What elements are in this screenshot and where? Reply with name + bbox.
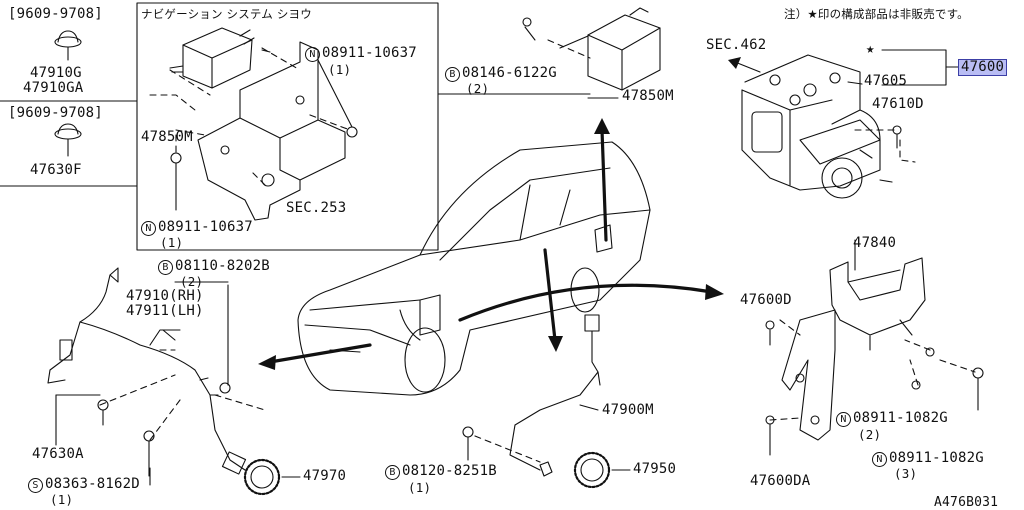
arrow-to-rear-sensor: [543, 248, 557, 342]
part-47600d[interactable]: 47600D: [740, 292, 792, 308]
star-mark: ★: [866, 41, 875, 57]
screw-08363-number: 08363-8162D: [45, 476, 140, 492]
nut-top-number: 08911-10637: [322, 45, 417, 61]
top-unit-drawing: [522, 7, 661, 91]
nut-1082g-2-number: 08911-1082G: [853, 410, 948, 426]
part-47630a[interactable]: 47630A: [32, 446, 84, 462]
front-sensor-drawing: [47, 267, 247, 475]
part-47600-highlighted[interactable]: 47600: [958, 59, 1008, 76]
part-47610d[interactable]: 47610D: [872, 96, 924, 112]
part-47600da[interactable]: 47600DA: [750, 473, 811, 489]
rotor-47970[interactable]: 47970: [303, 468, 347, 484]
sensor-47900m[interactable]: 47900M: [602, 402, 654, 418]
nut-top-qty: (1): [328, 62, 352, 77]
nut-prefix-icon: N: [141, 221, 156, 236]
mounting-bracket-drawing: [781, 257, 926, 441]
bolt-08146-number: 08146-6122G: [462, 65, 557, 81]
nut-prefix-icon: N: [305, 47, 320, 62]
part-47630f[interactable]: 47630F: [30, 162, 82, 178]
nut-prefix-icon: N: [872, 452, 887, 467]
vehicle-drawing: [297, 141, 651, 396]
nav-bracket-drawing: [197, 41, 346, 221]
part-47850m-top[interactable]: 47850M: [622, 88, 674, 104]
non-sale-note: 注）★印の構成部品は非販売です。: [784, 7, 969, 21]
nav-system-title: ナビゲーション システム シヨウ: [141, 7, 312, 21]
bolt-prefix-icon: B: [445, 67, 460, 82]
part-47605[interactable]: 47605: [864, 73, 908, 89]
sensor-47910-rh[interactable]: 47910(RH): [126, 288, 204, 304]
bolt-08110-qty: (2): [180, 274, 204, 289]
part-47910ga[interactable]: 47910GA: [23, 80, 84, 96]
rotor-47950[interactable]: 47950: [633, 461, 677, 477]
sec-253-label[interactable]: SEC.253: [286, 200, 347, 216]
bolt-08146-qty: (2): [466, 81, 490, 96]
part-47910g[interactable]: 47910G: [30, 65, 82, 81]
bolt-08110-number: 08110-8202B: [175, 258, 270, 274]
rear-rotor-drawing: [573, 451, 611, 489]
date-range-bottom: [9609-9708]: [8, 105, 103, 121]
sec-462-label[interactable]: SEC.462: [706, 37, 767, 53]
nut-1082g-2-qty: (2): [858, 427, 882, 442]
nav-dashed-guides: [149, 47, 351, 186]
direction-arrows: [268, 128, 714, 364]
clip-47630f-icon: [54, 123, 82, 157]
diagram-id: A476B031: [934, 495, 999, 510]
bolt-prefix-icon: B: [158, 260, 173, 275]
nav-system-frame: [136, 2, 439, 251]
nut-1082g-3-qty: (3): [894, 466, 918, 481]
bolt-08120-qty: (1): [408, 480, 432, 495]
abs-actuator-drawing: [741, 54, 893, 199]
part-47840[interactable]: 47840: [853, 235, 897, 251]
nut-bottom-qty: (1): [160, 235, 184, 250]
part-47850m-nav[interactable]: 47850M: [141, 129, 193, 145]
screw-prefix-icon: S: [28, 478, 43, 493]
sensor-47911-lh[interactable]: 47911(LH): [126, 303, 204, 319]
nut-prefix-icon: N: [836, 412, 851, 427]
bolt-08120-number: 08120-8251B: [402, 463, 497, 479]
bolt-prefix-icon: B: [385, 465, 400, 480]
nut-1082g-3-number: 08911-1082G: [889, 450, 984, 466]
screw-08363-qty: (1): [50, 492, 74, 507]
date-range-top: [9609-9708]: [8, 6, 103, 22]
clip-47910g-icon: [54, 30, 82, 61]
arrow-to-bracket: [458, 283, 714, 322]
nav-unit-drawing: [169, 27, 271, 89]
nut-bottom-number: 08911-10637: [158, 219, 253, 235]
front-rotor-drawing: [243, 458, 281, 496]
arrow-to-top-unit: [600, 128, 608, 242]
arrow-to-front-sensor: [268, 343, 372, 364]
